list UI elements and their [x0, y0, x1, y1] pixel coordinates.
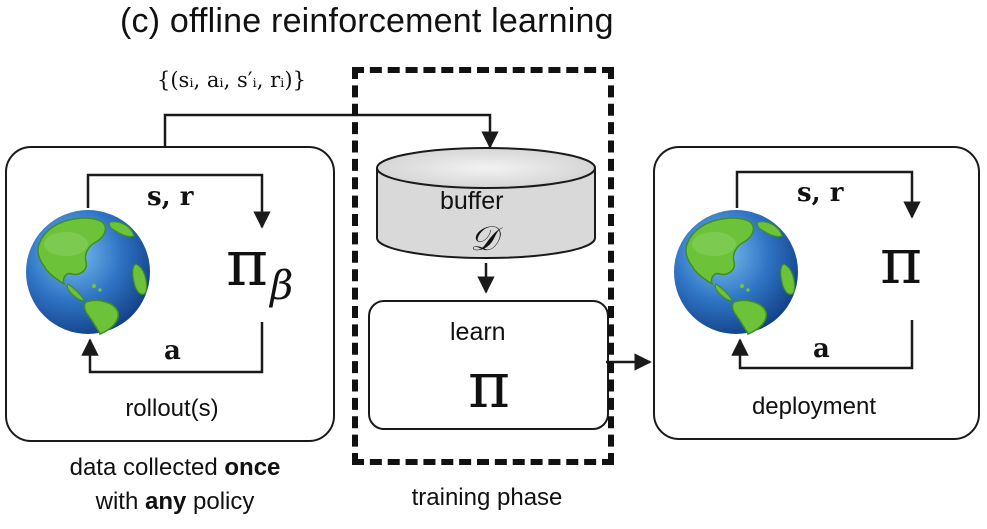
behavior-policy-subscript: β [270, 263, 294, 309]
learn-box [368, 300, 609, 430]
diagram-title: (c) offline reinforcement learning [120, 2, 614, 40]
rollout-panel [5, 146, 335, 442]
deploy-action-label: a [813, 334, 830, 364]
learned-policy-symbol: π [468, 349, 511, 423]
rollout-caption: rollout(s) [125, 395, 219, 422]
data-collection-caption-line1: data collected once [69, 454, 281, 481]
buffer-label: buffer [440, 187, 504, 215]
data-collection-caption-line2: with any policy [95, 488, 255, 515]
rollout-action-label: a [164, 336, 181, 366]
dataset-tuple-label: {(sᵢ, aᵢ, s′ᵢ, rᵢ)} [157, 68, 306, 92]
deployment-panel [653, 146, 980, 440]
training-phase-caption: training phase [411, 484, 563, 511]
deployed-policy-symbol: π [880, 225, 923, 299]
deployment-caption: deployment [751, 393, 877, 420]
training-phase-frame [352, 67, 614, 465]
learn-label: learn [450, 318, 506, 346]
deploy-state-reward-label: s, r [797, 178, 844, 208]
buffer-dataset-symbol: 𝒟 [470, 219, 498, 259]
rollout-state-reward-label: s, r [147, 182, 194, 212]
behavior-policy-symbol: πβ [226, 227, 294, 309]
